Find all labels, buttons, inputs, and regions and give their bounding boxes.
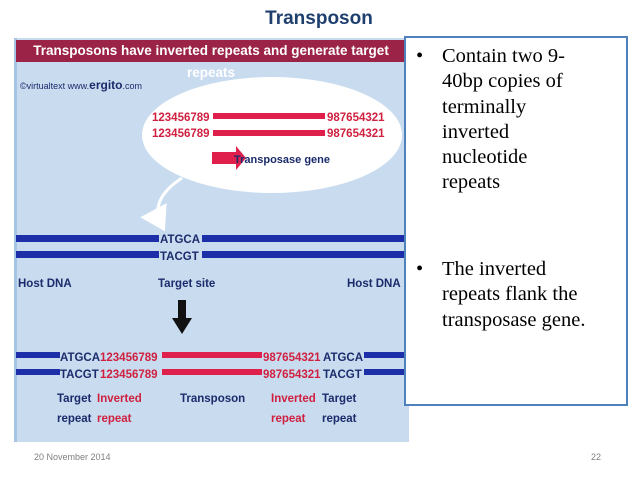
bullet-line: repeats (442, 171, 501, 194)
footer-date: 20 November 2014 (34, 452, 111, 462)
host-dna-right-bottom-strand (202, 251, 404, 258)
result-right-inverted-bottom: 987654321 (263, 369, 321, 381)
result-host-left-bottom-strand (16, 369, 60, 375)
insertion-curved-arrow-icon (140, 176, 183, 232)
bubble-right-seq-top: 987654321 (327, 112, 385, 124)
bullet-line: inverted (442, 120, 510, 143)
result-host-left-top-strand (16, 352, 60, 358)
bullet-text-2: The inverted repeats flank the transposa… (442, 257, 618, 333)
bullet-line: terminally (442, 95, 527, 118)
result-left-target-bottom: TACGT (60, 369, 99, 381)
credit-suffix: .com (122, 81, 143, 91)
bubble-left-seq-bottom: 123456789 (152, 128, 210, 140)
bubble-transposon-top-strand (213, 113, 325, 119)
result-left-inverted-top: 123456789 (100, 352, 158, 364)
bubble-transposon-bottom-strand (213, 130, 325, 136)
result-host-right-top-strand (364, 352, 404, 358)
slide-title: Transposon (265, 8, 373, 29)
host-dna-right-top-strand (202, 235, 404, 242)
transposon-label: Transposon (180, 393, 245, 405)
figure-banner: Transposons have inverted repeats and ge… (16, 40, 406, 80)
host-dna-left-bottom-strand (16, 251, 159, 258)
result-transposon-top-strand (162, 352, 262, 358)
bullet-dot: • (416, 258, 424, 280)
down-arrow-icon (172, 300, 192, 334)
page-number: 22 (591, 452, 602, 462)
transposase-gene-label: Transposase gene (234, 154, 330, 166)
bullet-line: 40bp copies of (442, 70, 563, 93)
bubble-left-seq-top: 123456789 (152, 112, 210, 124)
credit-site: ergito (89, 78, 123, 92)
result-left-target-top: ATGCA (60, 352, 100, 364)
result-transposon-bottom-strand (162, 369, 262, 375)
target-seq-top: ATGCA (160, 234, 200, 246)
bullet-text-1: Contain two 9- 40bp copies of terminally… (442, 44, 618, 196)
credit-prefix: ©virtualtext www. (20, 81, 90, 91)
target-site-label: Target site (158, 278, 215, 290)
result-right-inverted-top: 987654321 (263, 352, 321, 364)
result-right-target-bottom: TACGT (323, 369, 362, 381)
figure-credit: ©virtualtext www.ergito.com (20, 78, 142, 92)
bullet-line: repeats flank the (442, 283, 578, 306)
bullet-box (404, 36, 628, 406)
result-host-right-bottom-strand (364, 369, 404, 375)
host-dna-left-top-strand (16, 235, 159, 242)
result-left-inverted-bottom: 123456789 (100, 369, 158, 381)
bullet-dot: • (416, 45, 424, 67)
bubble-right-seq-bottom: 987654321 (327, 128, 385, 140)
bullet-line: nucleotide (442, 146, 528, 169)
transposase-arrow-icon (212, 146, 246, 170)
result-right-target-top: ATGCA (323, 352, 363, 364)
bullet-line: transposase gene. (442, 308, 586, 331)
bullet-line: Contain two 9- (442, 45, 565, 67)
host-dna-right-label: Host DNA (347, 278, 401, 290)
target-seq-bottom: TACGT (160, 251, 199, 263)
host-dna-left-label: Host DNA (18, 278, 72, 290)
bullet-line: The inverted (442, 258, 547, 280)
